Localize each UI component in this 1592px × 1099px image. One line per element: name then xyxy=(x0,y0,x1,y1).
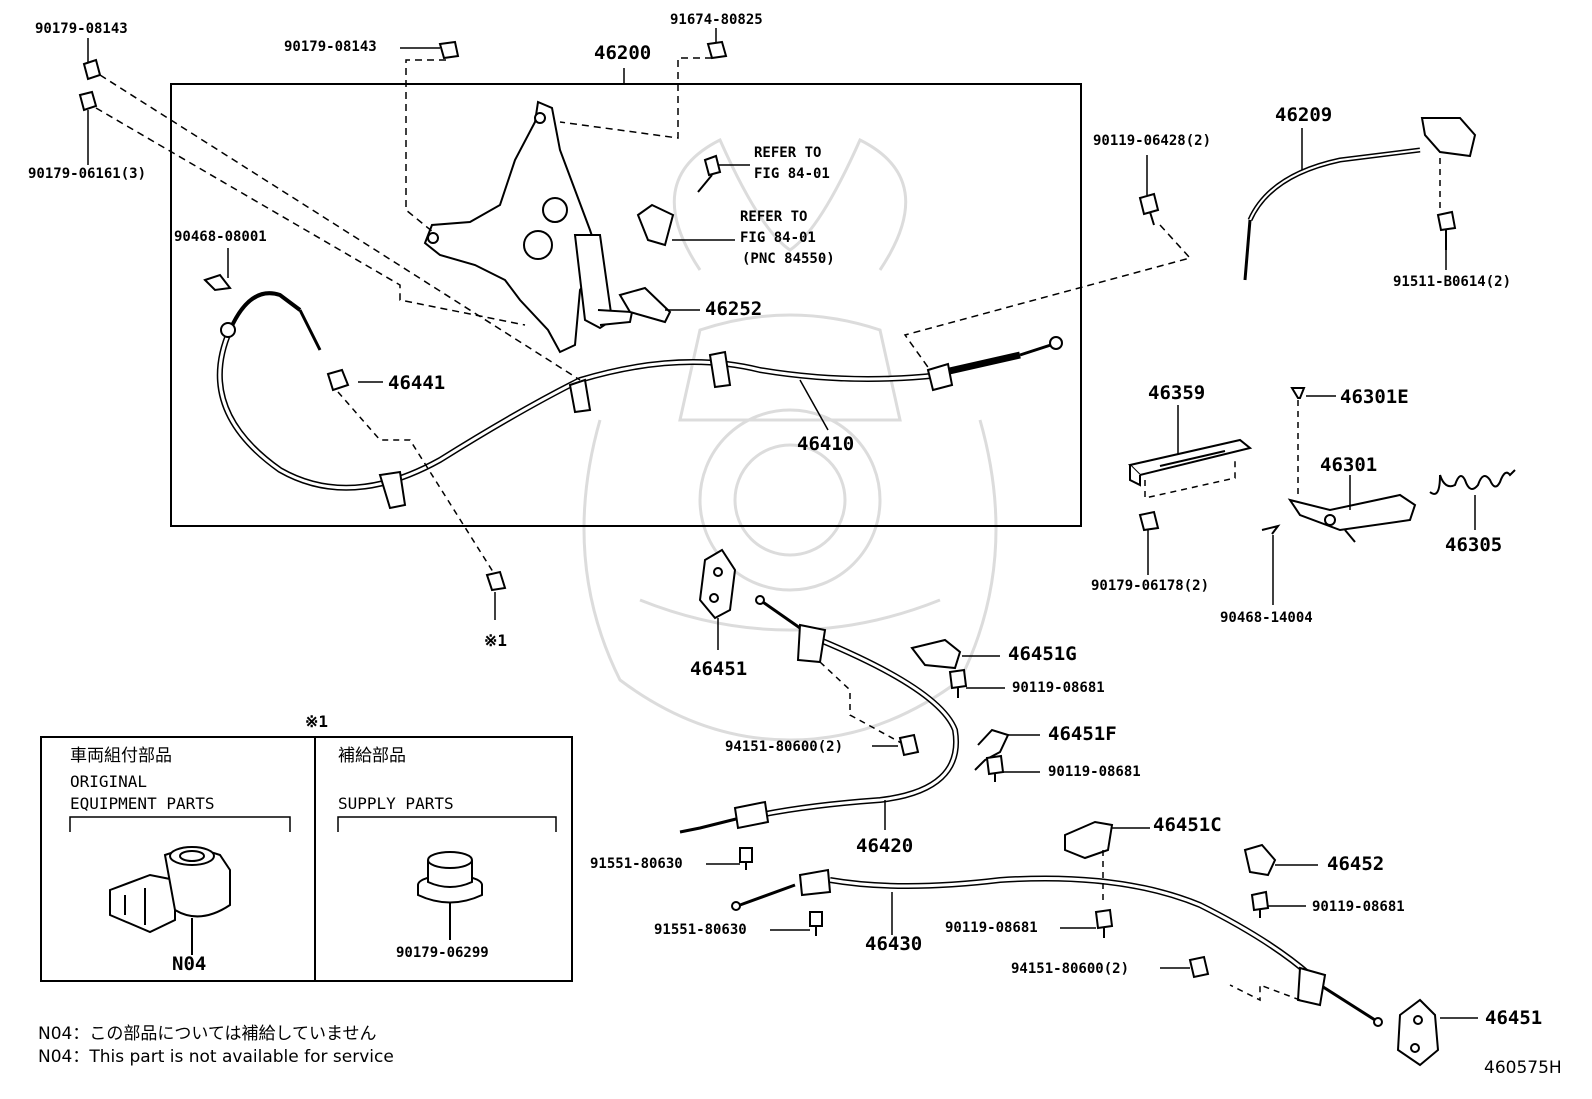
refer-parts-drawing xyxy=(636,154,722,247)
part-label-46430[interactable]: 46430 xyxy=(865,933,923,955)
footnote-en: N04：This part is not available for servi… xyxy=(38,1047,394,1067)
bolt-90119-a-drawing xyxy=(948,668,968,698)
cable-46430-fittings xyxy=(731,868,1383,1027)
bracket-46451-mid-drawing xyxy=(698,548,737,620)
part-label-46305[interactable]: 46305 xyxy=(1445,534,1503,556)
bolt-91551-a-drawing xyxy=(739,847,753,870)
part-label-90179-06178[interactable]: 90179-06178(2) xyxy=(1091,578,1210,594)
part-label-91551-80630-a[interactable]: 91551-80630 xyxy=(590,856,683,872)
part-label-90179-06299[interactable]: 90179-06299 xyxy=(396,945,489,961)
bolt-90119-c-drawing xyxy=(1094,908,1114,938)
footnote-jp: N04：この部品については補給していません xyxy=(38,1024,377,1044)
lever-46301-drawing xyxy=(1287,493,1417,543)
part-label-90119-08681-a[interactable]: 90119-08681 xyxy=(1012,680,1105,696)
part-label-46451C[interactable]: 46451C xyxy=(1153,814,1222,836)
part-label-94151-80600-b[interactable]: 94151-80600(2) xyxy=(1011,961,1130,977)
part-label-46451-bottom[interactable]: 46451 xyxy=(1485,1007,1543,1029)
part-label-90119-06428[interactable]: 90119-06428(2) xyxy=(1093,133,1212,149)
bolt-90119-06428-drawing xyxy=(1138,192,1160,226)
bracket-46451c-drawing xyxy=(1064,820,1114,860)
legend-left-jp: 車両組付部品 xyxy=(70,746,172,766)
cable-46410-clamps xyxy=(220,322,1063,510)
legend-right-en: SUPPLY PARTS xyxy=(338,794,454,813)
watermark-emblem xyxy=(582,137,998,742)
legend-n04-code: N04 xyxy=(172,953,207,975)
legend-left-en2: EQUIPMENT PARTS xyxy=(70,794,215,813)
legend-right-jp: 補給部品 xyxy=(338,746,406,766)
cable-46430-drawing xyxy=(739,875,1376,1022)
refer-note-2-line1: REFER TO xyxy=(740,209,808,225)
part-label-91551-80630-b[interactable]: 91551-80630 xyxy=(654,922,747,938)
refer-note-1-line2[interactable]: FIG 84-01 xyxy=(754,166,830,182)
pin-46301e-drawing xyxy=(1290,387,1306,399)
legend-box xyxy=(40,736,573,982)
refer-note-1-line1: REFER TO xyxy=(754,145,822,161)
upper-left-nuts xyxy=(78,40,728,112)
clip-90468-08001-drawing xyxy=(203,273,232,292)
part-label-90468-14004[interactable]: 90468-14004 xyxy=(1220,610,1313,626)
bolt-91511-drawing xyxy=(1436,210,1457,250)
part-label-91511-B0614[interactable]: 91511-B0614(2) xyxy=(1393,274,1512,290)
bolt-91551-b-drawing xyxy=(809,911,823,936)
part-label-91674-80825[interactable]: 91674-80825 xyxy=(670,12,763,28)
part-label-90179-06161[interactable]: 90179-06161(3) xyxy=(28,166,147,182)
part-label-46301E[interactable]: 46301E xyxy=(1340,386,1409,408)
bracket-46451f-drawing xyxy=(974,728,1010,771)
part-label-90179-08143-a[interactable]: 90179-08143 xyxy=(35,21,128,37)
star-mark-b: ※1 xyxy=(305,712,329,731)
part-label-46301[interactable]: 46301 xyxy=(1320,454,1378,476)
spring-46305-drawing xyxy=(1429,469,1516,495)
part-label-46451-mid[interactable]: 46451 xyxy=(690,658,748,680)
nut-star-drawing xyxy=(485,570,507,592)
nut-94151-a-drawing xyxy=(898,733,920,757)
part-label-46200[interactable]: 46200 xyxy=(594,42,652,64)
nut-46441-drawing xyxy=(326,368,350,392)
refer-note-2-line2[interactable]: FIG 84-01 xyxy=(740,230,816,246)
part-label-90119-08681-d[interactable]: 90119-08681 xyxy=(1312,899,1405,915)
part-label-94151-80600-a[interactable]: 94151-80600(2) xyxy=(725,739,844,755)
diagram-id: 460575H xyxy=(1484,1058,1562,1078)
part-label-46441[interactable]: 46441 xyxy=(388,372,446,394)
part-label-90468-08001[interactable]: 90468-08001 xyxy=(174,229,267,245)
refer-note-2-line3: (PNC 84550) xyxy=(742,251,835,267)
part-label-46451G[interactable]: 46451G xyxy=(1008,643,1077,665)
bolt-90119-b-drawing xyxy=(985,754,1005,782)
star-mark-a: ※1 xyxy=(484,631,508,650)
n04-clip-drawing xyxy=(109,846,231,955)
supply-nut-drawing xyxy=(417,851,483,940)
bracket-46451g-drawing xyxy=(910,638,962,670)
cable-46209-drawing xyxy=(1243,117,1477,281)
part-label-46359[interactable]: 46359 xyxy=(1148,382,1206,404)
pedal-assembly-drawing xyxy=(423,100,634,354)
clip-90468-14004-drawing xyxy=(1261,524,1281,535)
bolt-90119-d-drawing xyxy=(1250,890,1270,918)
legend-left-en1: ORIGINAL xyxy=(70,772,148,791)
part-label-90119-08681-b[interactable]: 90119-08681 xyxy=(1048,764,1141,780)
part-label-46410[interactable]: 46410 xyxy=(797,433,855,455)
part-label-46420[interactable]: 46420 xyxy=(856,835,914,857)
part-label-90179-08143-b[interactable]: 90179-08143 xyxy=(284,39,377,55)
cable-46420-drawing xyxy=(679,598,960,834)
part-label-90119-08681-c[interactable]: 90119-08681 xyxy=(945,920,1038,936)
nut-90179-06178-drawing xyxy=(1138,510,1160,532)
nut-94151-b-drawing xyxy=(1188,955,1210,979)
bracket-46359-drawing xyxy=(1128,438,1253,487)
part-label-46252[interactable]: 46252 xyxy=(705,298,763,320)
part-label-46451F[interactable]: 46451F xyxy=(1048,723,1117,745)
part-label-46209[interactable]: 46209 xyxy=(1275,104,1333,126)
bracket-46451-bottom-drawing xyxy=(1396,998,1440,1067)
bracket-46452-drawing xyxy=(1243,843,1277,877)
pedal-pad-drawing xyxy=(618,286,672,324)
part-label-46452[interactable]: 46452 xyxy=(1327,853,1385,875)
cable-46420-fittings xyxy=(733,595,827,830)
assembly-46200-box xyxy=(170,83,1082,527)
